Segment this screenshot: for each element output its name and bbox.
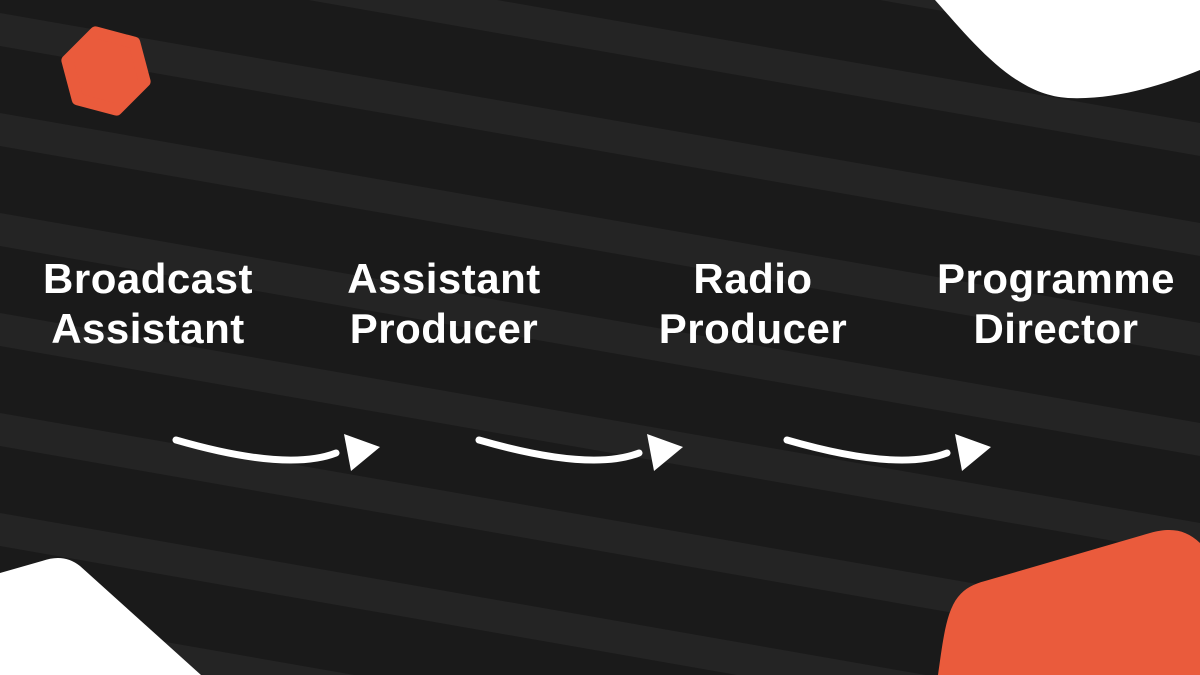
stage-label-broadcast-assistant: Broadcast Assistant xyxy=(43,255,253,352)
curved-arrow-right-icon xyxy=(172,434,380,471)
orange-rounded-shape-bottom-right xyxy=(938,530,1200,675)
orange-hexagon-icon xyxy=(61,26,151,116)
stage-label-programme-director: Programme Director xyxy=(937,255,1175,352)
curved-arrow-right-icon xyxy=(783,434,991,471)
stage-label-radio-producer: Radio Producer xyxy=(658,255,848,352)
stage-label-assistant-producer: Assistant Producer xyxy=(347,255,541,352)
white-blob-top-right xyxy=(935,0,1200,99)
white-blob-bottom-left xyxy=(0,557,201,675)
curved-arrow-right-icon xyxy=(475,434,683,471)
